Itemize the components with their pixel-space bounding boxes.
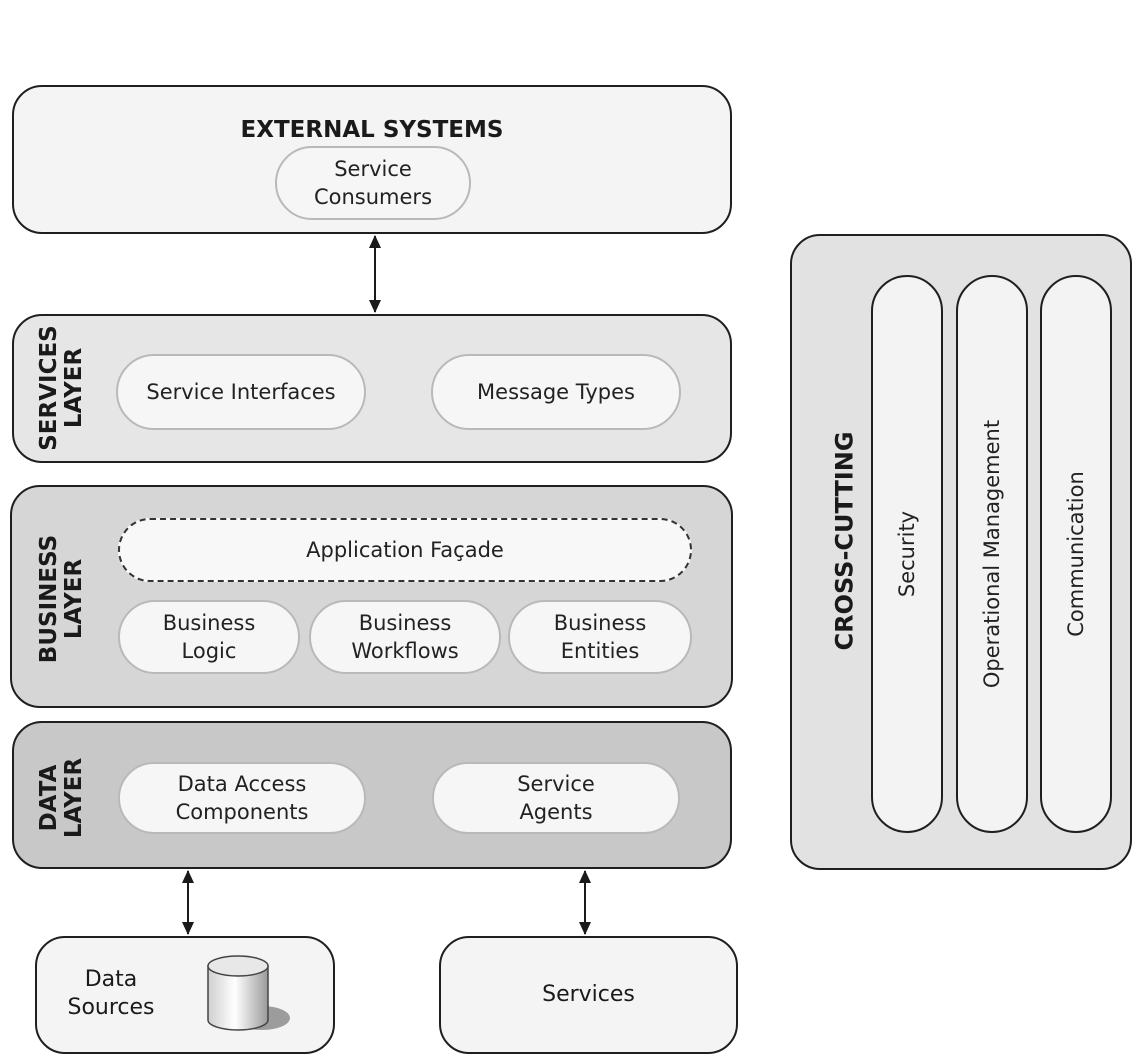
service-consumers-line-2: Consumers: [313, 185, 433, 209]
business-entities-line-2: Entities: [560, 639, 640, 663]
application-facade-text: Application Façade: [306, 538, 504, 562]
service-consumers-line-1: Service: [334, 157, 412, 181]
service-agents-line-1: Service: [517, 772, 595, 796]
data-sources-line-1: Data: [84, 967, 138, 992]
communication-column: [1040, 275, 1112, 833]
services-text: Services: [542, 982, 635, 1007]
business-entities-line-1: Business: [553, 611, 647, 635]
data-sources-box: [35, 936, 335, 1054]
service-interfaces-node: Service Interfaces: [116, 354, 366, 430]
application-facade-node: Application Façade: [118, 518, 692, 582]
database-icon: [207, 955, 290, 1031]
security-column: [871, 275, 943, 833]
data-sources-line-2: Sources: [67, 995, 155, 1020]
services-box: Services: [439, 936, 738, 1054]
business-logic-line-2: Logic: [181, 639, 237, 663]
business-workflows-line-1: Business: [358, 611, 452, 635]
business-workflows-line-2: Workflows: [351, 639, 459, 663]
external-systems-title: EXTERNAL SYSTEMS: [240, 117, 504, 143]
service-agents-line-2: Agents: [519, 800, 593, 824]
business-logic-line-1: Business: [162, 611, 256, 635]
service-interfaces-text: Service Interfaces: [146, 380, 336, 404]
data-access-line-1: Data Access: [177, 772, 307, 796]
data-sources-text: Data Sources: [55, 966, 167, 1022]
operational-management-column: [956, 275, 1028, 833]
message-types-node: Message Types: [431, 354, 681, 430]
message-types-text: Message Types: [477, 380, 635, 404]
data-access-line-2: Components: [175, 800, 309, 824]
